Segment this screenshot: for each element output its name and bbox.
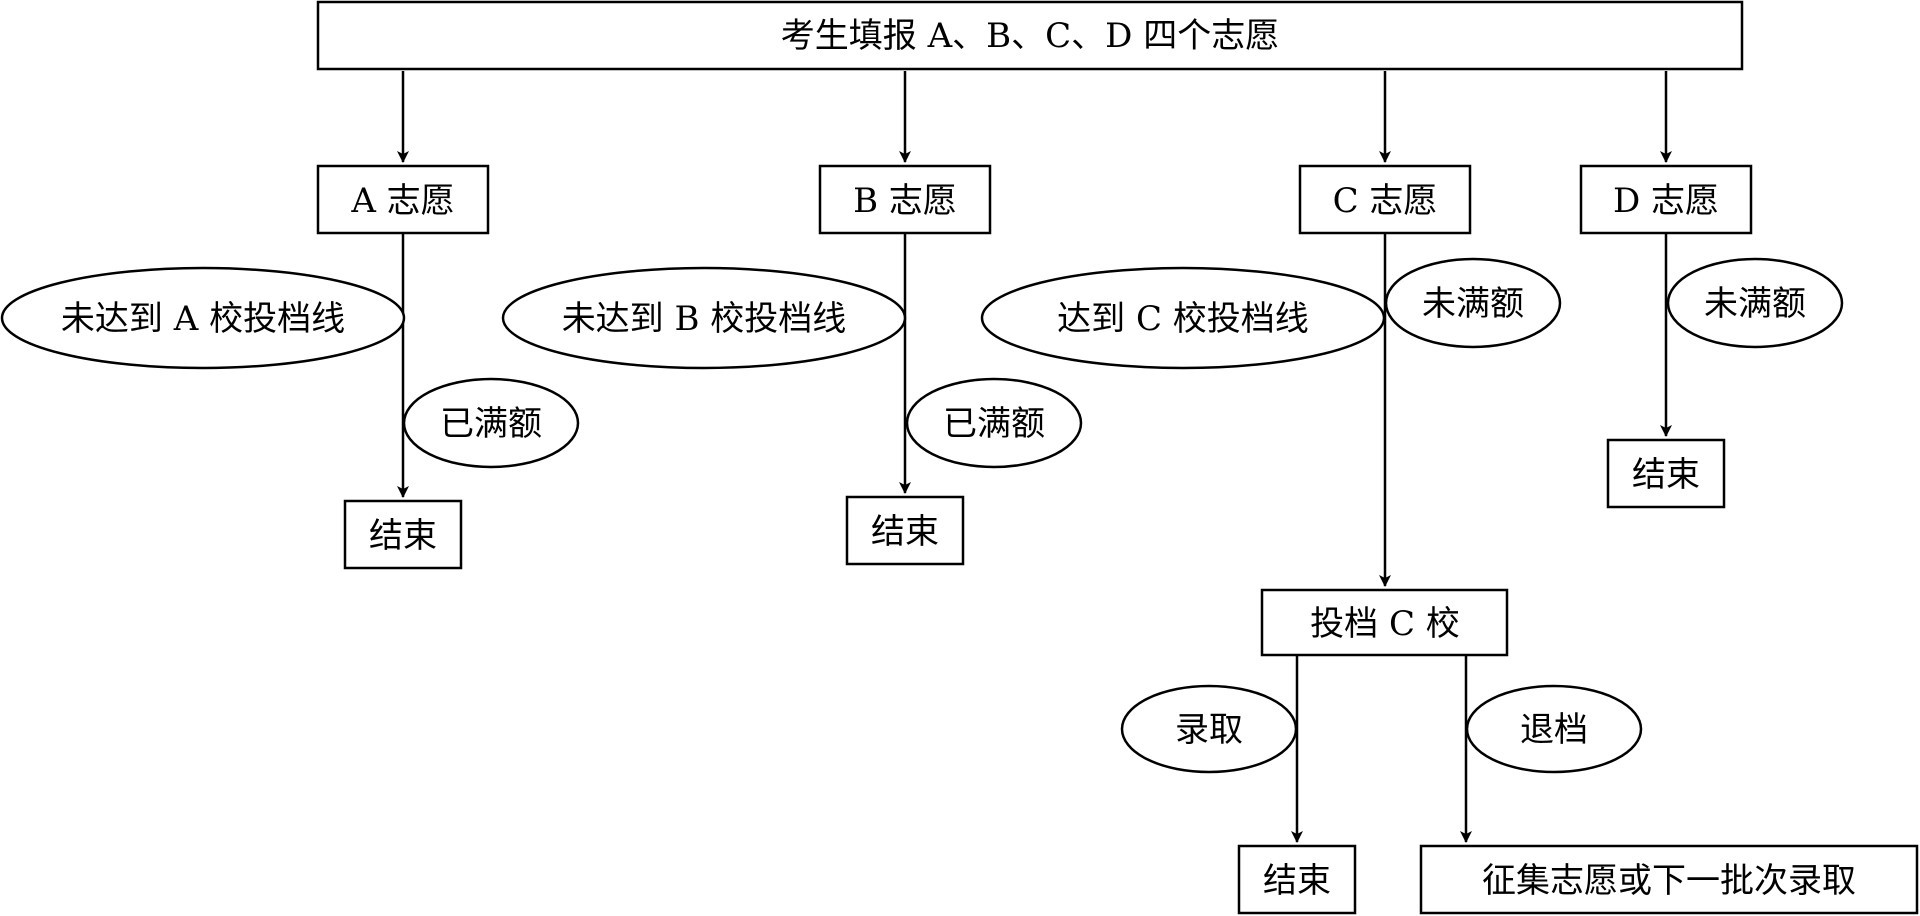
condition-a-oval: 未达到 A 校投档线	[0, 266, 406, 370]
choice-a-box: A 志愿	[316, 164, 490, 235]
quota-c-label: 未满额	[1422, 284, 1524, 324]
reject-end-label: 征集志愿或下一批次录取	[1482, 861, 1856, 901]
admit-oval: 录取	[1120, 684, 1298, 774]
quota-c-oval: 未满额	[1384, 257, 1562, 349]
admit-label: 录取	[1175, 710, 1243, 750]
end-b-box: 结束	[845, 495, 965, 566]
reject-end-box: 征集志愿或下一批次录取	[1419, 844, 1919, 915]
condition-c-oval: 达到 C 校投档线	[980, 266, 1386, 370]
choice-b-box: B 志愿	[818, 164, 992, 235]
choice-d-box: D 志愿	[1579, 164, 1753, 235]
end-d-label: 结束	[1632, 455, 1700, 495]
reject-label: 退档	[1520, 710, 1588, 750]
reject-oval: 退档	[1465, 684, 1643, 774]
condition-b-oval: 未达到 B 校投档线	[501, 266, 907, 370]
choice-c-label: C 志愿	[1333, 181, 1438, 221]
end-a-box: 结束	[343, 499, 463, 570]
choice-d-label: D 志愿	[1613, 181, 1719, 221]
root-label: 考生填报 A、B、C、D 四个志愿	[781, 16, 1279, 56]
quota-a-label: 已满额	[440, 404, 542, 444]
condition-b-label: 未达到 B 校投档线	[562, 299, 847, 339]
end-d-box: 结束	[1606, 438, 1726, 509]
condition-a-label: 未达到 A 校投档线	[61, 299, 345, 339]
quota-d-oval: 未满额	[1666, 257, 1844, 349]
quota-a-oval: 已满额	[402, 377, 580, 469]
root-box: 考生填报 A、B、C、D 四个志愿	[316, 0, 1744, 71]
file-c-box: 投档 C 校	[1260, 588, 1509, 657]
admit-end-label: 结束	[1263, 861, 1331, 901]
end-a-label: 结束	[369, 516, 437, 556]
condition-c-label: 达到 C 校投档线	[1057, 299, 1309, 339]
quota-b-oval: 已满额	[905, 377, 1083, 469]
connectors	[397, 71, 1672, 843]
file-c-label: 投档 C 校	[1310, 604, 1460, 644]
choice-c-box: C 志愿	[1298, 164, 1472, 235]
choice-b-label: B 志愿	[853, 181, 957, 221]
quota-b-label: 已满额	[943, 404, 1045, 444]
admit-end-box: 结束	[1237, 844, 1357, 915]
quota-d-label: 未满额	[1704, 284, 1806, 324]
end-b-label: 结束	[871, 512, 939, 552]
choice-a-label: A 志愿	[350, 181, 454, 221]
